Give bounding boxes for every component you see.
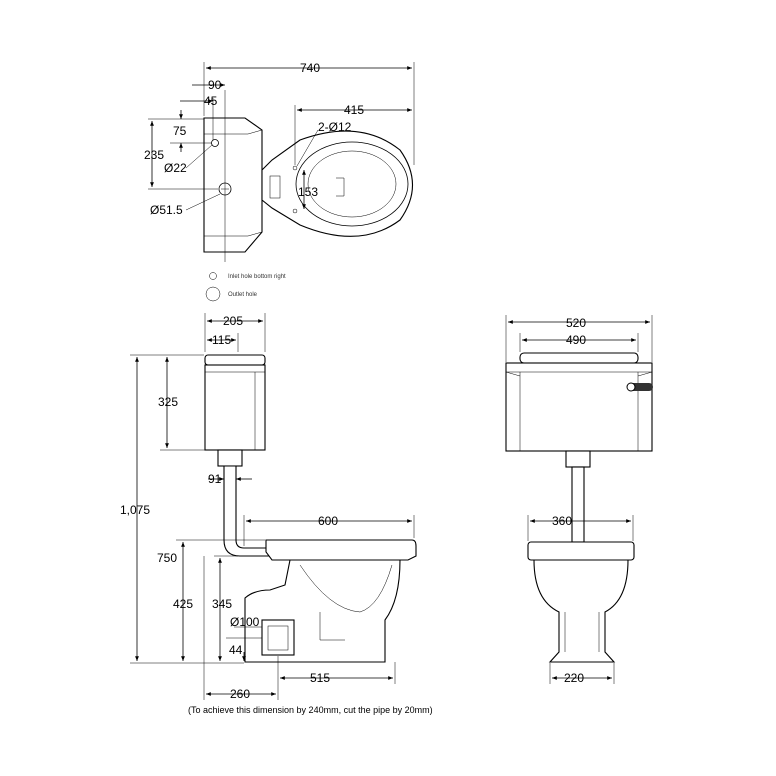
plan-view: 740 90 45 415 2-Ø12 75 235 Ø22 153 Ø51.5… xyxy=(144,61,415,302)
pipe-cut-note: (To achieve this dimension by 240mm, cut… xyxy=(188,705,433,715)
dim-235: 235 xyxy=(144,148,164,162)
front-bowl xyxy=(527,541,635,663)
dim-1075: 1,075 xyxy=(120,503,150,517)
dim-205: 205 xyxy=(223,314,243,328)
dim-490: 490 xyxy=(566,333,586,347)
side-bowl xyxy=(244,539,417,663)
dim-d22: Ø22 xyxy=(164,161,187,175)
dim-d515: Ø51.5 xyxy=(150,203,183,217)
dim-425: 425 xyxy=(173,597,193,611)
dim-153: 153 xyxy=(298,185,318,199)
side-view: 205 115 325 1,075 91 600 750 425 345 Ø10… xyxy=(120,313,433,715)
dim-44: 44 xyxy=(229,643,243,657)
dim-750: 750 xyxy=(157,551,177,565)
plan-cistern xyxy=(203,90,263,262)
dim-415: 415 xyxy=(344,103,364,117)
fix-hole-icon xyxy=(292,208,298,214)
dim-600: 600 xyxy=(318,514,338,528)
dim-90: 90 xyxy=(208,78,222,92)
outlet-socket xyxy=(261,619,295,656)
dim-45: 45 xyxy=(204,94,218,108)
fix-hole-icon xyxy=(292,165,298,171)
dim-220: 220 xyxy=(564,671,584,685)
front-view: 520 490 360 220 xyxy=(505,315,653,685)
legend-outlet-icon xyxy=(205,286,221,302)
legend-inlet-label: Inlet hole bottom right xyxy=(228,274,286,280)
legend-outlet-label: Outlet hole xyxy=(228,292,258,298)
dim-740: 740 xyxy=(300,61,320,75)
dim-d100: Ø100 xyxy=(230,615,260,629)
dim-260: 260 xyxy=(230,687,250,701)
dim-520: 520 xyxy=(566,316,586,330)
dim-115: 115 xyxy=(212,333,231,347)
plan-bowl xyxy=(261,130,413,237)
front-flush-pipe xyxy=(571,466,585,543)
side-cistern xyxy=(204,354,266,467)
dim-2xd12: 2-Ø12 xyxy=(318,120,352,134)
dim-75: 75 xyxy=(173,124,187,138)
flush-lever-icon xyxy=(626,382,653,392)
legend-inlet-icon xyxy=(209,272,217,280)
front-cistern xyxy=(505,352,653,468)
dim-515: 515 xyxy=(310,671,330,685)
dim-325: 325 xyxy=(158,395,178,409)
dim-345: 345 xyxy=(212,597,232,611)
dim-360: 360 xyxy=(552,514,572,528)
dim-91: 91 xyxy=(208,472,222,486)
outlet-hole-icon xyxy=(218,182,232,196)
